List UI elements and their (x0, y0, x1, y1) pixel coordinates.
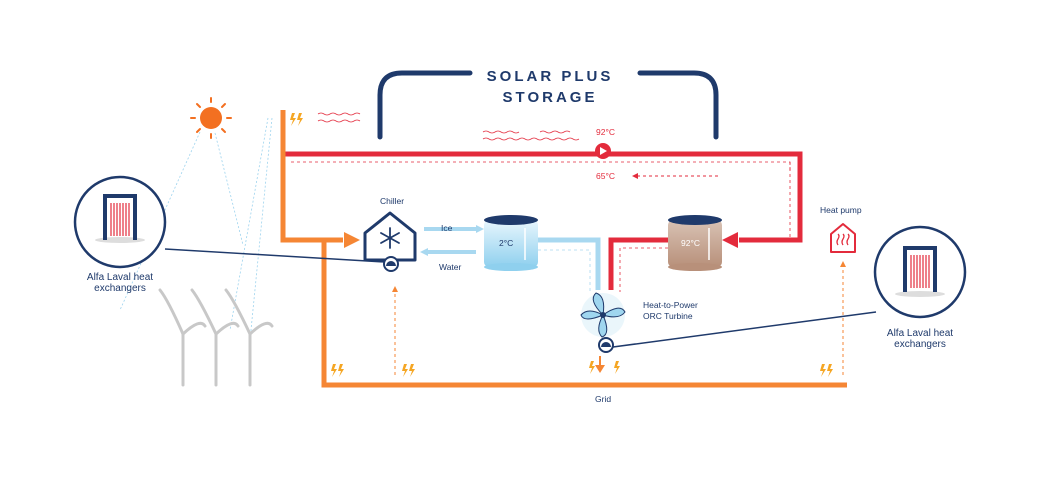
cold-to-orc-dashed (538, 249, 591, 292)
sun-icon (190, 97, 232, 139)
right-exchanger-label-line-2: exchangers (894, 339, 946, 350)
title-line-2: STORAGE (502, 89, 598, 106)
hot-line-temp: 92°C (596, 127, 615, 137)
heat-wave-lines (317, 112, 580, 141)
ice-label: Ice (441, 223, 453, 233)
wind-turbines (158, 288, 274, 387)
left-exchanger-label: Alfa Laval heat exchangers (60, 272, 180, 294)
left-heat-exchanger-icon (73, 175, 167, 269)
diagram-title: SOLAR PLUS STORAGE (440, 66, 660, 108)
right-exchanger-label: Alfa Laval heat exchangers (860, 328, 980, 350)
hot-tank (668, 215, 722, 271)
heat-pump-label: Heat pump (820, 205, 862, 215)
return-line-dashed (288, 161, 791, 170)
heat-pump-icon (830, 223, 856, 253)
grid-loop-pipe (280, 110, 343, 243)
hot-loop-pipe (283, 151, 803, 243)
storage-bracket (377, 70, 719, 140)
cold-tank-temp: 2°C (499, 238, 514, 248)
chiller-label: Chiller (380, 196, 405, 206)
orc-label-line-2: ORC Turbine (643, 311, 693, 321)
water-arrowhead (420, 248, 428, 256)
hot-to-orc-pipe (608, 237, 668, 290)
grid-label: Grid (595, 394, 612, 404)
pump-icon (595, 143, 611, 159)
right-heat-exchanger-icon (873, 225, 967, 319)
grid-bottom-pipe (321, 240, 847, 388)
chiller-icon (363, 211, 417, 272)
cold-tank (484, 215, 538, 271)
left-exchanger-label-line-2: exchangers (94, 283, 146, 294)
grid-arrowhead (344, 232, 360, 248)
right-exchanger-label-line-1: Alfa Laval heat (886, 328, 954, 339)
hot-to-orc-dashed (619, 247, 668, 292)
return-line-temp: 65°C (596, 171, 615, 181)
orc-turbine-icon (580, 292, 626, 353)
right-exchanger-connector (612, 311, 877, 348)
orc-to-grid-arrowhead (595, 365, 605, 373)
hot-loop-arrowhead (722, 232, 738, 248)
water-label: Water (439, 262, 462, 272)
title-line-1: SOLAR PLUS (486, 68, 614, 85)
cold-to-orc-pipe (538, 237, 601, 290)
left-exchanger-connector (164, 248, 386, 263)
left-exchanger-label-line-1: Alfa Laval heat (86, 272, 154, 283)
lightning-icons (290, 113, 833, 377)
ice-arrowhead (476, 225, 484, 233)
orc-label-line-1: Heat-to-Power (643, 300, 698, 310)
hot-tank-temp: 92°C (681, 238, 700, 248)
